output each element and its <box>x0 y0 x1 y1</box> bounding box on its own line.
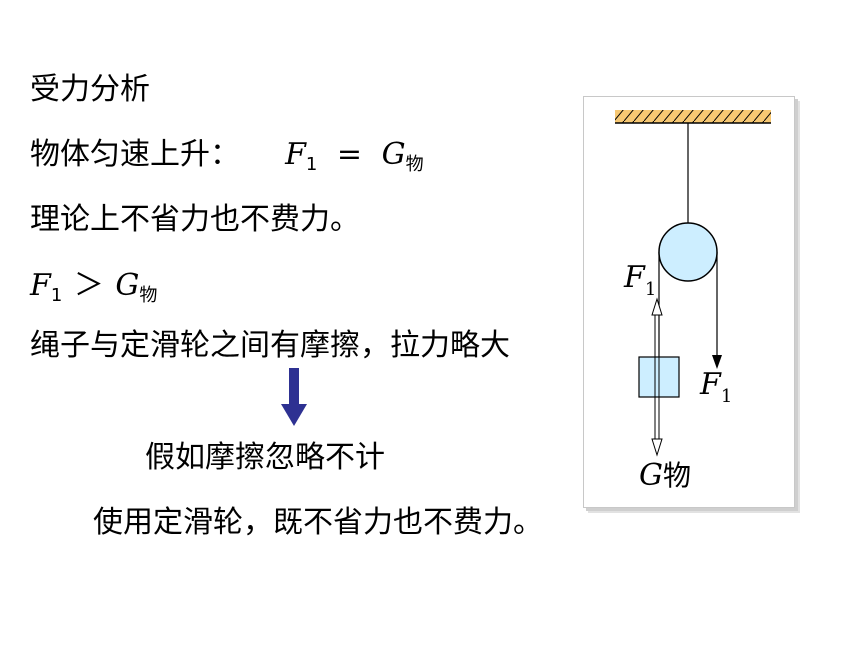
fixed-pulley <box>658 222 718 282</box>
theory-statement: 理论上不省力也不费力。 <box>30 202 360 237</box>
gravity-arrowhead <box>651 438 663 457</box>
tension-label-F: F <box>623 260 646 295</box>
weight-subscript: 物 <box>405 154 424 175</box>
pulley-diagram: F1 F1 G物 <box>615 110 771 493</box>
equation-prefix: 物体匀速上升： <box>30 137 240 172</box>
ignore-friction-statement: 假如摩擦忽略不计 <box>145 440 385 475</box>
uniform-rise-equation: 物体匀速上升： F1 = G物 <box>30 137 424 183</box>
gravity-label-wu: 物 <box>663 459 691 492</box>
weight-symbol-G: G <box>381 137 406 172</box>
greater-than-sign: ＞ <box>73 268 104 303</box>
force-symbol-F: F <box>30 268 51 303</box>
pull-force-arrowhead <box>712 355 722 369</box>
inequality: F1 ＞ G物 <box>30 268 157 314</box>
equals-sign: = <box>336 137 363 172</box>
tension-label: F1 <box>623 260 656 300</box>
pull-force-label-F: F <box>699 367 722 402</box>
tension-label-sub: 1 <box>645 279 656 300</box>
weight-symbol-G: G <box>115 268 140 303</box>
pull-force-label-sub: 1 <box>721 386 732 407</box>
force-symbol-F: F <box>285 137 306 172</box>
ceiling-hatching <box>615 110 771 123</box>
pulley-diagram-frame: F1 F1 G物 <box>583 96 795 508</box>
down-arrow-head <box>281 404 307 426</box>
down-arrow-shaft <box>289 368 299 406</box>
friction-statement: 绳子与定滑轮之间有摩擦，拉力略大 <box>30 328 510 363</box>
force-subscript: 1 <box>50 285 63 306</box>
heading: 受力分析 <box>30 72 150 107</box>
conclusion-statement: 使用定滑轮，既不省力也不费力。 <box>93 505 543 540</box>
pull-force-label: F1 <box>699 367 732 407</box>
tension-arrowhead <box>651 297 663 316</box>
gravity-label: G物 <box>639 458 691 493</box>
weight-subscript: 物 <box>139 285 158 306</box>
gravity-label-G: G <box>639 458 663 493</box>
down-arrow-icon <box>281 368 307 426</box>
force-subscript: 1 <box>305 154 318 175</box>
